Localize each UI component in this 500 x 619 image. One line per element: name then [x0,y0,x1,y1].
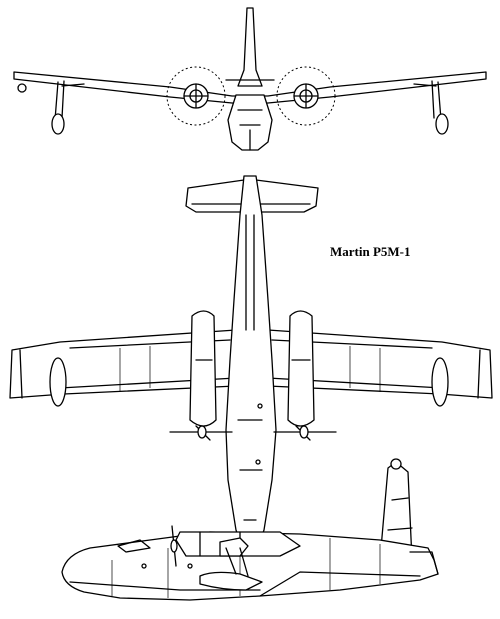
front-view [13,7,487,151]
aircraft-designation-label: Martin P5M-1 [330,244,411,259]
side-stern [409,551,439,575]
plan-view [9,175,493,553]
cockpit-window [117,539,151,553]
right-engine-nacelle-plan [287,310,315,427]
left-wingtip-pod [17,83,27,93]
right-float [435,113,449,135]
front-hull [227,94,273,151]
right-wing-float [431,357,449,407]
plan-hull [225,175,277,553]
left-float-strut [54,80,85,121]
left-engine-nacelle-plan [189,310,217,427]
side-float [199,571,263,591]
left-float [51,113,65,135]
left-wing-float [49,357,67,407]
front-fin [237,7,263,87]
side-view [61,458,439,601]
front-wing [13,71,487,104]
